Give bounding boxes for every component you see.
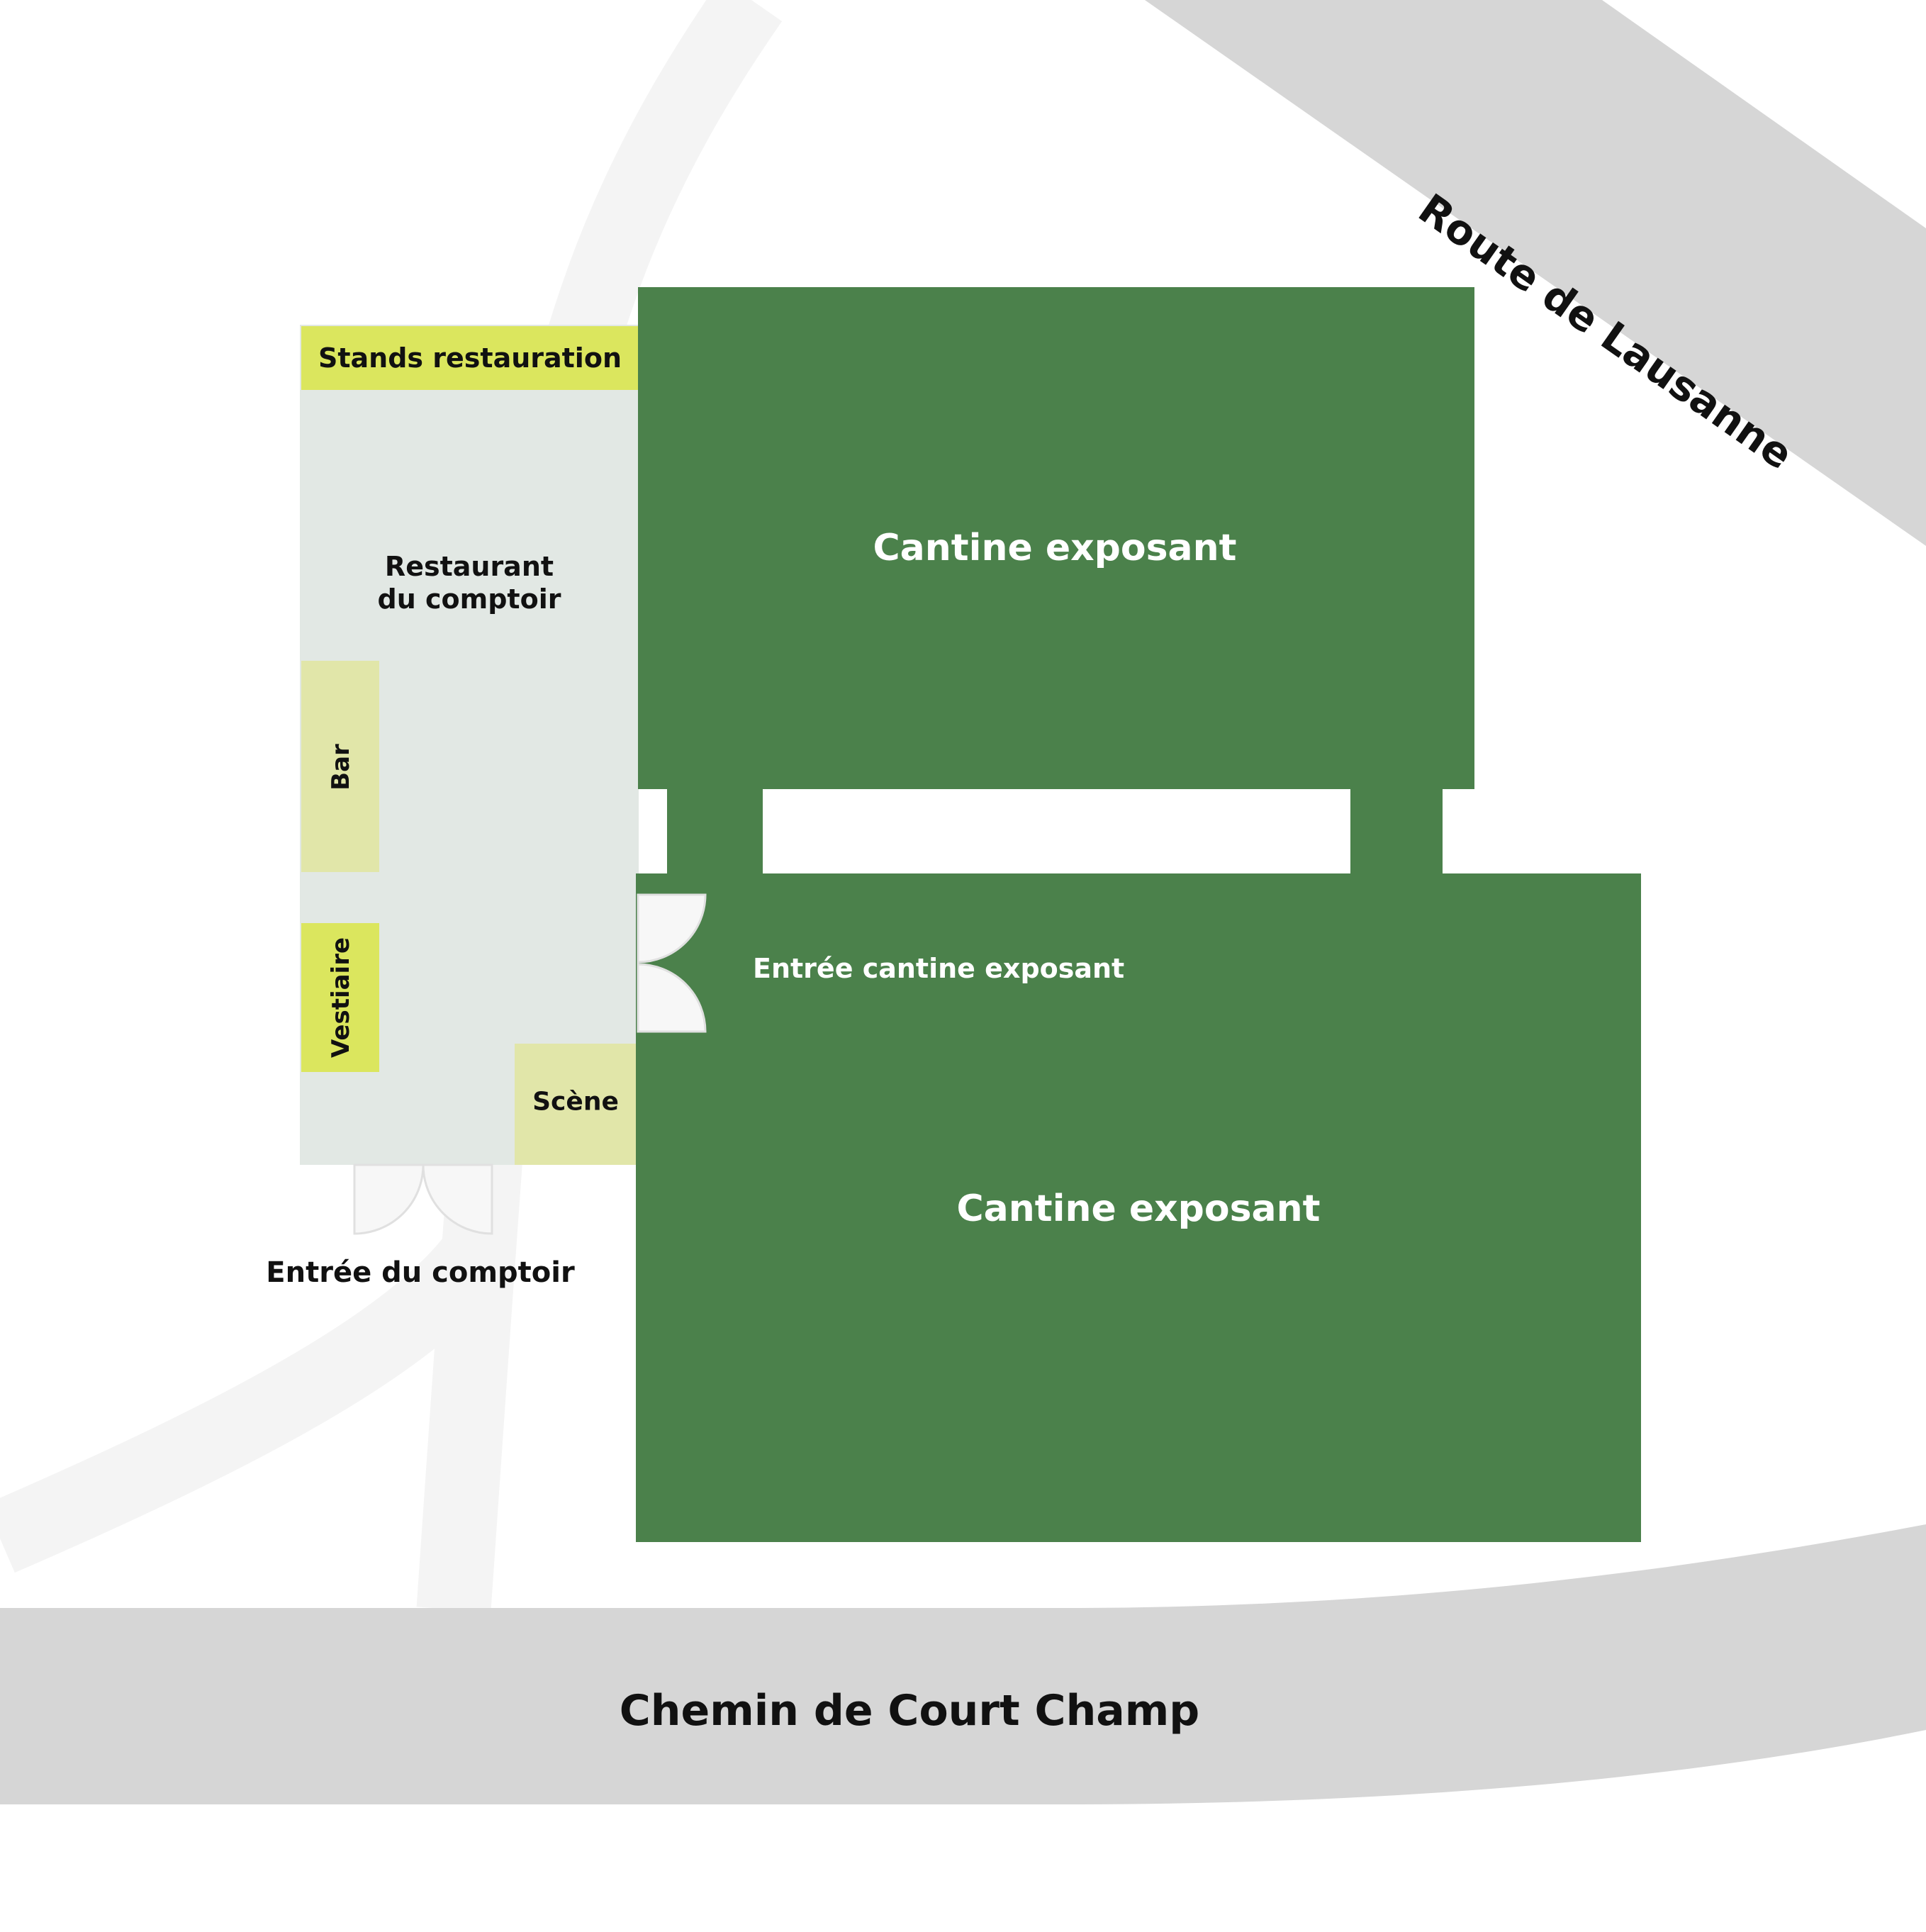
restaurant-label: Restaurant du comptoir [378, 550, 561, 615]
comptoir-entrance-door [422, 1163, 493, 1235]
vestiaire-label: Vestiaire [327, 937, 355, 1059]
cantine-exposant-south [636, 873, 1641, 1542]
cantine-south-label: Cantine exposant [956, 1188, 1321, 1230]
vestiaire-zone [301, 923, 379, 1072]
cantine-entrance-door [637, 893, 707, 964]
cantine-entrance-door [637, 963, 707, 1033]
bar-label: Bar [327, 744, 355, 791]
stands-restauration-label: Stands restauration [318, 342, 622, 374]
restaurant-label-line1: Restaurant [384, 551, 554, 582]
connector-east [1350, 786, 1443, 878]
route-de-lausanne-road [1145, 0, 1926, 546]
footpath-lower [0, 1238, 500, 1573]
comptoir-entrance-label: Entrée du comptoir [266, 1256, 575, 1289]
comptoir-entrance-door [353, 1163, 425, 1235]
connector-west [667, 786, 763, 878]
chemin-de-court-champ-label: Chemin de Court Champ [619, 1686, 1200, 1736]
scene-zone [515, 1044, 639, 1165]
bar-zone [301, 661, 379, 872]
cantine-entrance-label: Entrée cantine exposant [753, 953, 1125, 984]
cantine-north-label: Cantine exposant [873, 527, 1237, 569]
restaurant-label-line2: du comptoir [377, 583, 561, 615]
chemin-de-court-champ-road [0, 1524, 1926, 1804]
cantine-exposant-north [638, 287, 1474, 789]
stands-restauration-zone [301, 326, 639, 390]
scene-label: Scène [532, 1087, 619, 1117]
